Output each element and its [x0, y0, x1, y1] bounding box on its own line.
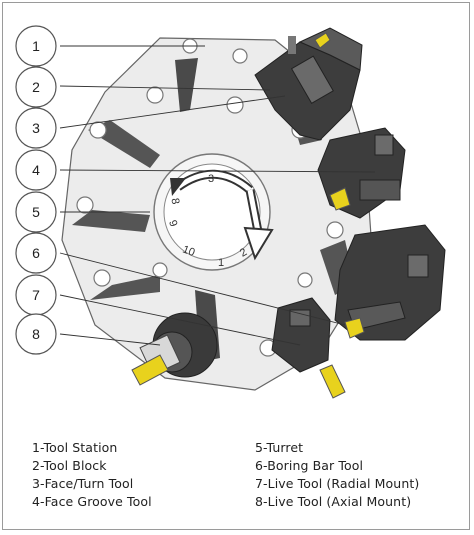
callout-number: 2 — [32, 79, 40, 95]
tool-insert — [319, 364, 346, 399]
turret-number: 3 — [208, 173, 214, 185]
bolt-hole — [232, 48, 248, 64]
live-tool-radial — [271, 297, 346, 399]
turret-numbers: 10 1 2 3 9 8 — [166, 173, 249, 269]
station-slot — [90, 275, 160, 300]
callout-number: 7 — [32, 287, 40, 303]
bolt-hole — [146, 86, 164, 104]
station-slot — [72, 210, 150, 232]
live-tool-axial — [131, 312, 218, 386]
callout-1: 1 — [15, 25, 57, 67]
callout-8: 8 — [15, 313, 57, 355]
callout-number: 8 — [32, 326, 40, 342]
tool-block-top — [254, 27, 363, 141]
tool-insert — [131, 354, 169, 386]
station-slot — [175, 58, 198, 112]
turret-number: 9 — [166, 219, 179, 229]
bolt-hole — [76, 196, 94, 214]
bolt-hole — [89, 121, 107, 139]
bolt-hole — [297, 272, 313, 288]
callout-number: 6 — [32, 245, 40, 261]
callout-number: 3 — [32, 120, 40, 136]
turret-hub — [153, 153, 274, 271]
callout-number: 5 — [32, 204, 40, 220]
callout-6: 6 — [15, 232, 57, 274]
turret-number: 8 — [168, 197, 181, 205]
callout-3: 3 — [15, 107, 57, 149]
callout-5: 5 — [15, 191, 57, 233]
callout-7: 7 — [15, 274, 57, 316]
callouts: 1 2 3 4 5 6 7 8 — [15, 25, 57, 355]
turret-number: 2 — [238, 246, 249, 259]
turret-number: 10 — [181, 244, 197, 259]
bolt-hole — [226, 96, 244, 114]
bolt-hole — [326, 221, 344, 239]
bolt-hole — [152, 262, 168, 278]
tool-insert — [344, 317, 365, 339]
face-groove-tool — [317, 127, 406, 219]
turret-number: 1 — [218, 257, 224, 269]
arrow-head — [243, 226, 274, 261]
tool-insert — [314, 32, 331, 49]
boring-bar-tool — [334, 224, 446, 341]
callout-number: 4 — [32, 162, 40, 178]
callout-4: 4 — [15, 149, 57, 191]
leader-lines — [59, 45, 376, 346]
callout-number: 1 — [32, 38, 40, 54]
callout-2: 2 — [15, 66, 57, 108]
bolt-hole — [93, 269, 111, 287]
tool-insert — [329, 187, 351, 211]
